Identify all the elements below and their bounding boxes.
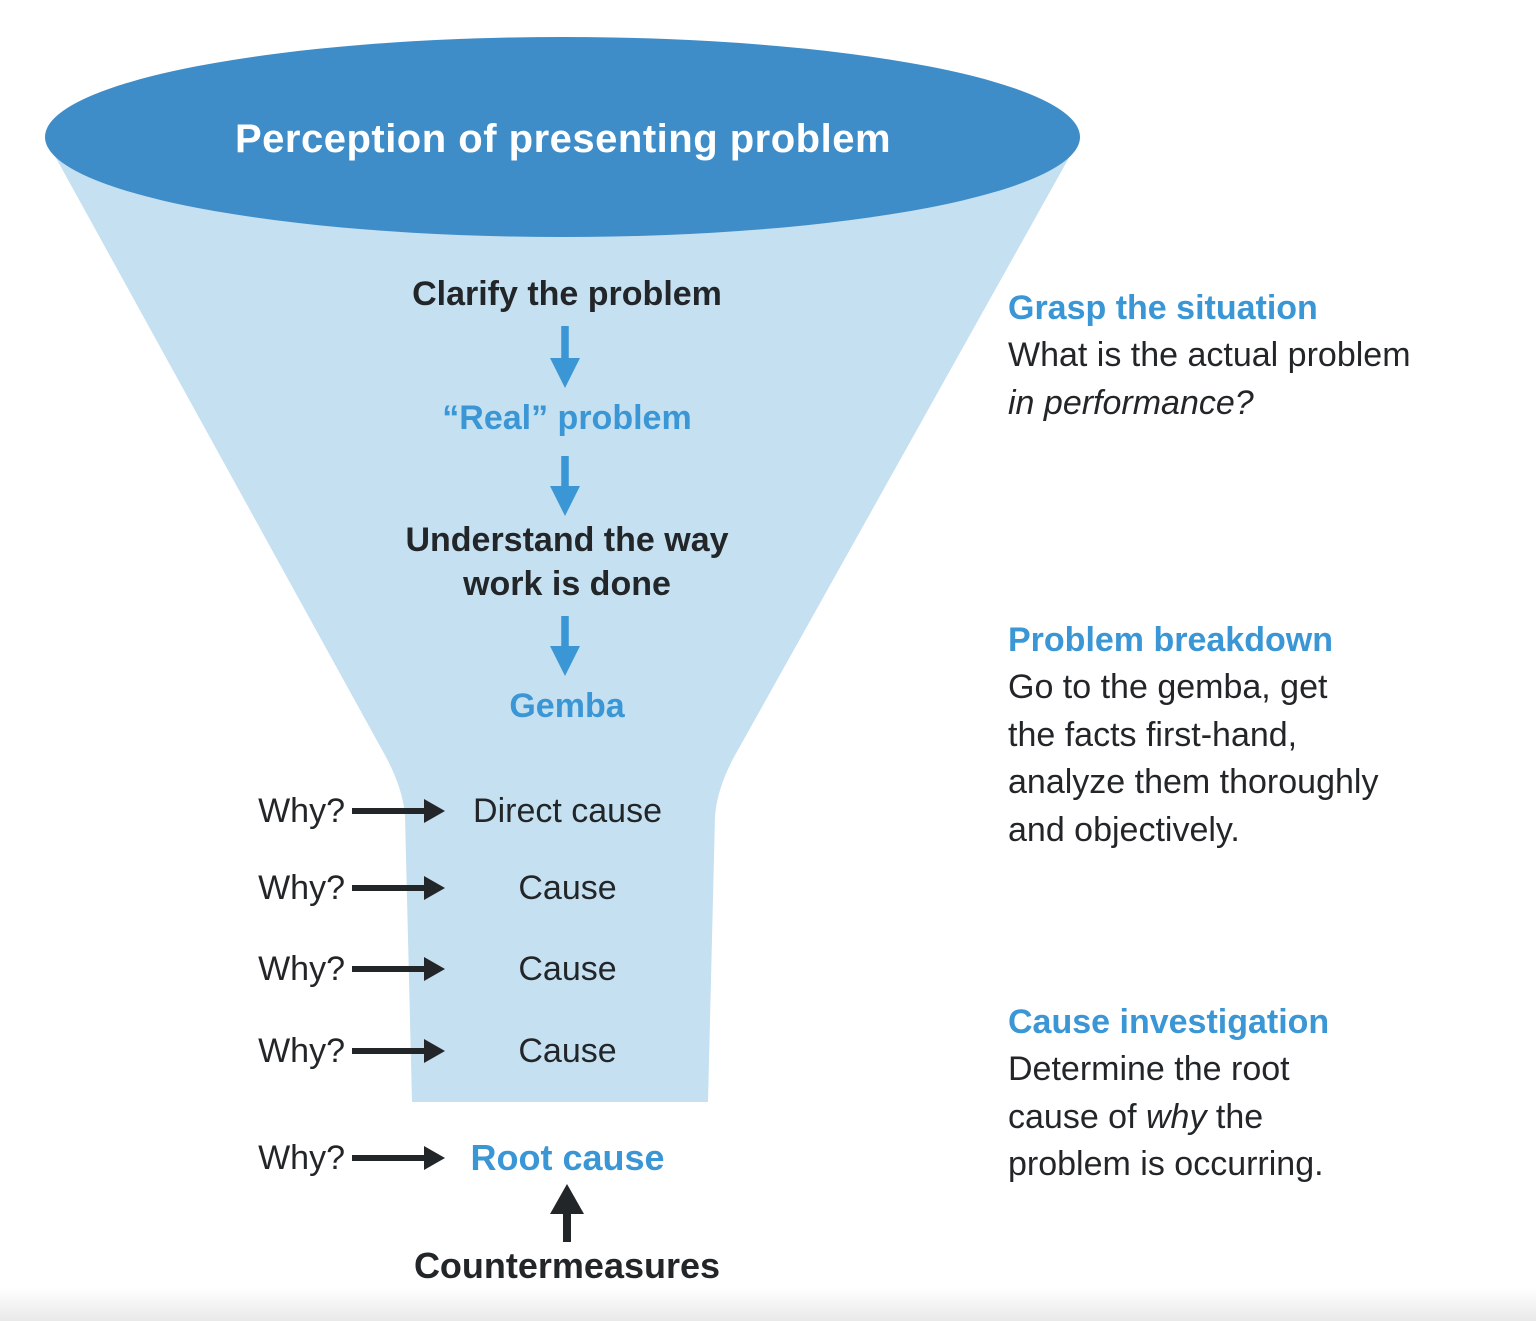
section-title: Cause investigation	[1008, 1003, 1330, 1041]
cause-label: Cause	[518, 950, 617, 988]
why-label: Why?	[258, 869, 345, 907]
down-arrow-icon	[550, 326, 580, 388]
body-text: analyze them thoroughly	[1008, 763, 1379, 801]
body-text: Go to the gemba, get	[1008, 668, 1328, 706]
funnel-mouth-ellipse	[45, 37, 1080, 237]
section-body-line: analyze them thoroughly	[1008, 759, 1532, 807]
bottom-fade-strip	[0, 1288, 1536, 1321]
section-body-line: Determine the root	[1008, 1046, 1532, 1094]
cause-label-direct-cause: Direct cause	[473, 792, 662, 830]
why-arrow-icon	[352, 1146, 445, 1170]
step-label: Gemba	[509, 687, 625, 725]
section-body-line: the facts first-hand,	[1008, 712, 1532, 760]
why-arrow-icon	[352, 799, 445, 823]
section-body-line: What is the actual problem	[1008, 332, 1532, 380]
section-body-line: and objectively.	[1008, 807, 1532, 855]
cause-label: Cause	[518, 1032, 617, 1070]
up-arrow-icon	[550, 1184, 584, 1242]
step-understand-work: Understand the way work is done	[257, 518, 877, 606]
funnel-mouth-title: Perception of presenting problem	[234, 117, 892, 161]
step-label: work is done	[463, 565, 671, 603]
why-label: Why?	[258, 950, 345, 988]
why-label: Why?	[258, 792, 345, 830]
section-grasp-the-situation: Grasp the situation What is the actual p…	[1008, 284, 1532, 427]
step-clarify-problem: Clarify the problem	[257, 272, 877, 316]
section-title: Grasp the situation	[1008, 289, 1318, 327]
step-real-problem: “Real” problem	[257, 396, 877, 440]
cause-label: Cause	[518, 869, 617, 907]
section-body-line: problem is occurring.	[1008, 1141, 1532, 1189]
down-arrow-icon	[550, 616, 580, 676]
down-arrow-icon	[550, 456, 580, 516]
body-text: the facts first-hand,	[1008, 715, 1298, 754]
section-body-line: cause of why the	[1008, 1094, 1532, 1142]
why-arrow-icon	[352, 957, 445, 981]
body-text: Determine the root	[1008, 1050, 1290, 1088]
step-label: “Real” problem	[442, 399, 692, 437]
section-body-line: Go to the gemba, get	[1008, 664, 1532, 712]
why-label: Why?	[258, 1139, 345, 1177]
body-text: and objectively.	[1008, 810, 1240, 849]
body-text-italic: in performance?	[1008, 383, 1254, 422]
step-label: Understand the way	[405, 521, 729, 559]
section-problem-breakdown: Problem breakdown Go to the gemba, get t…	[1008, 616, 1532, 854]
step-label: Clarify the problem	[412, 275, 722, 313]
body-text: problem is occurring.	[1008, 1145, 1324, 1183]
why-arrow-icon	[352, 876, 445, 900]
body-text-italic: why	[1145, 1097, 1207, 1136]
body-text: the	[1206, 1097, 1264, 1136]
cause-label-root-cause: Root cause	[470, 1137, 665, 1178]
section-title: Problem breakdown	[1008, 621, 1333, 659]
why-arrow-icon	[352, 1039, 445, 1063]
countermeasures-label: Countermeasures	[413, 1245, 721, 1286]
step-gemba: Gemba	[257, 684, 877, 728]
body-text: What is the actual problem	[1008, 336, 1411, 374]
section-body-line: in performance?	[1008, 380, 1532, 428]
body-text: cause of	[1008, 1097, 1146, 1136]
why-label: Why?	[258, 1032, 345, 1070]
section-cause-investigation: Cause investigation Determine the root c…	[1008, 998, 1532, 1189]
